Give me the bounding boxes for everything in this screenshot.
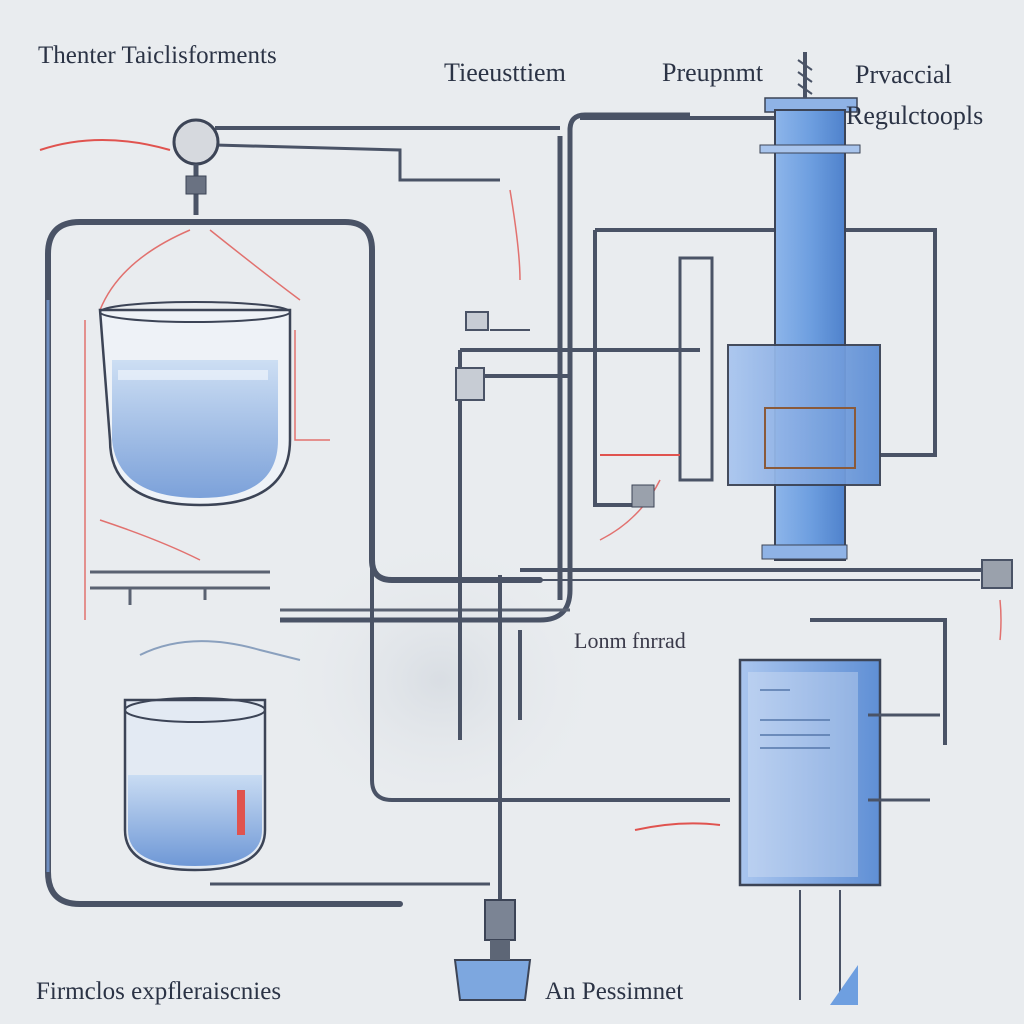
- small-valve: [631, 484, 655, 508]
- label-top-right-1: Preupnmt: [662, 58, 764, 87]
- lower-pipes: [210, 350, 730, 900]
- upper-left-tank: [98, 301, 292, 507]
- haze-shading: [270, 530, 610, 830]
- central-riser-pipe: [280, 112, 690, 623]
- middle-valve-cluster: [455, 311, 700, 401]
- discharge-line: [500, 559, 1013, 589]
- lower-right-vessel: [738, 618, 947, 1005]
- label-top-right-2: Prvaccial: [855, 60, 952, 89]
- label-mid-right: Lonm fnrrad: [574, 628, 686, 653]
- red-inlet-line: [39, 139, 171, 151]
- distillation-column: [727, 52, 881, 561]
- label-top-center: Tieeusttiem: [444, 58, 566, 87]
- lower-left-tank: [123, 640, 301, 872]
- red-dash: [634, 822, 721, 831]
- top-pipes: [214, 116, 780, 182]
- pressure-gauge: [172, 118, 220, 215]
- bottom-pump: [453, 899, 532, 1001]
- mid-manifold: [90, 570, 570, 612]
- label-top-right-3: Regulctoopls: [846, 101, 984, 130]
- label-bottom-right: An Pessimnet: [545, 978, 684, 1005]
- label-top-left: Thenter Taiclisforments: [38, 42, 277, 69]
- red-signal-lines: [84, 189, 1002, 641]
- label-bottom-left: Firmclos expfleraiscnies: [36, 978, 282, 1005]
